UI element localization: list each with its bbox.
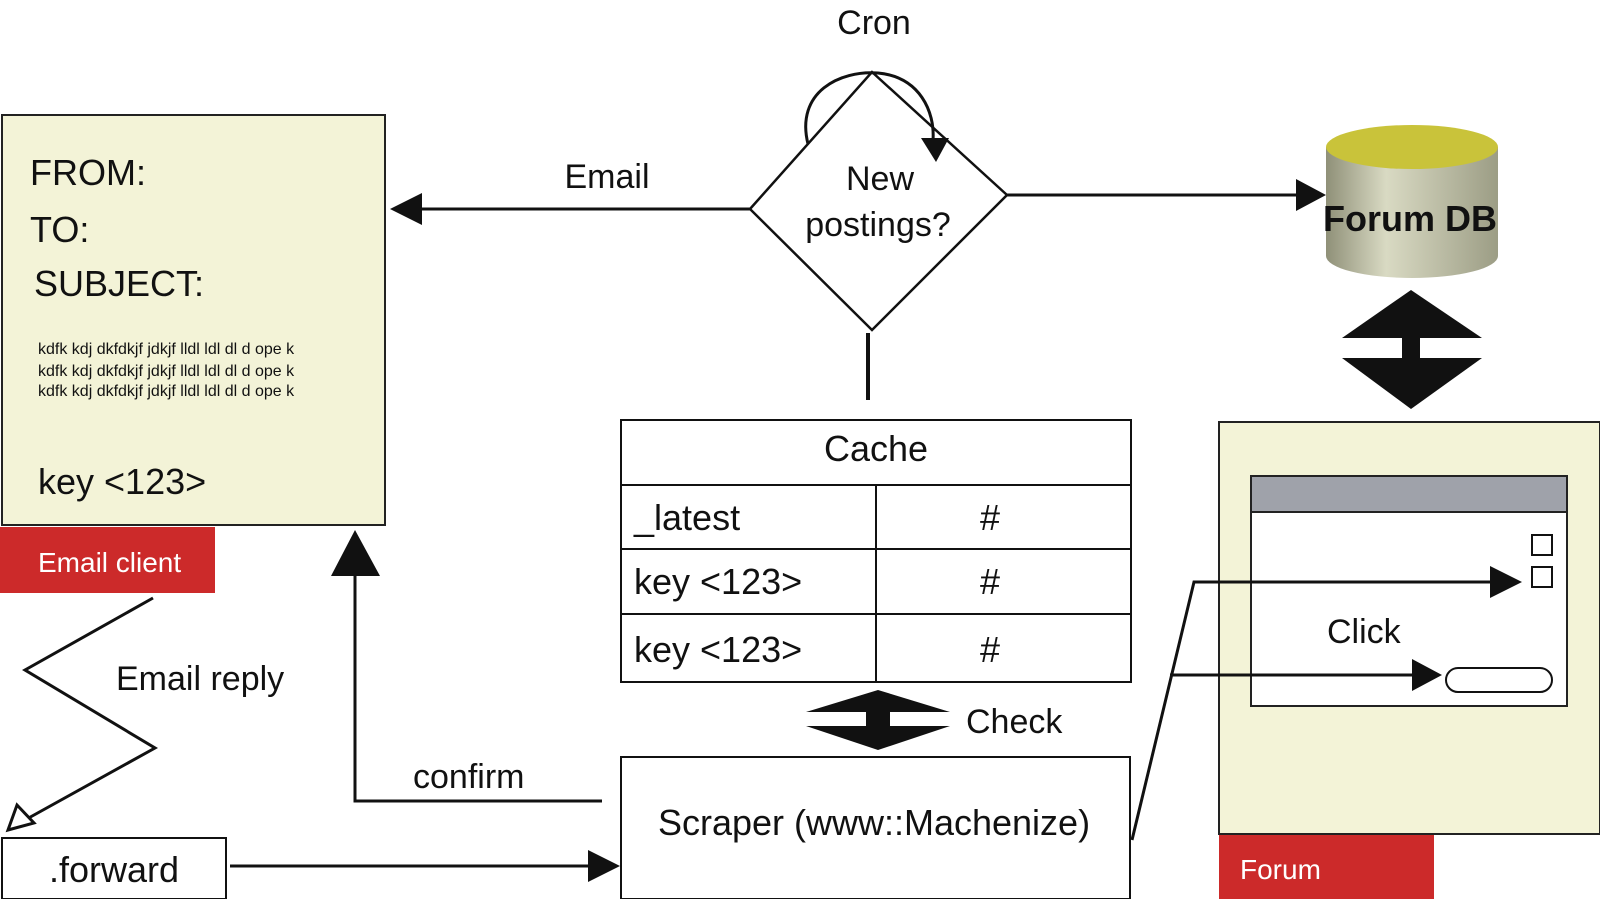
subject-label: SUBJECT: bbox=[34, 263, 204, 304]
email-client-panel bbox=[1, 114, 386, 526]
cache-title: Cache bbox=[824, 428, 928, 469]
email-reply-arrowhead bbox=[5, 802, 37, 833]
email-edge-label: Email bbox=[564, 158, 649, 196]
scraper-frame bbox=[620, 756, 1131, 899]
scraper-label: Scraper (www::Machenize) bbox=[658, 802, 1090, 843]
confirm-arrowhead bbox=[331, 530, 380, 576]
decision-diamond bbox=[748, 70, 1009, 332]
click-edge-label: Click bbox=[1327, 613, 1402, 651]
checkbox-arrowhead bbox=[1490, 566, 1522, 598]
confirm-edge-label: confirm bbox=[413, 758, 524, 796]
check-double-arrow bbox=[806, 690, 950, 750]
email-body-line: kdfk kdj dkfdkjf jdkjf lldl ldl dl d ope… bbox=[38, 341, 295, 358]
email-client-window: FROM: TO: SUBJECT: kdfk kdj dkfdkjf jdkj… bbox=[0, 114, 386, 593]
cron-label: Cron bbox=[837, 4, 911, 42]
email-reply-edge-label: Email reply bbox=[116, 660, 284, 698]
double-arrow-down-head bbox=[1342, 358, 1482, 409]
forward-arrowhead bbox=[588, 850, 620, 882]
db-cylinder-body bbox=[1326, 147, 1498, 278]
decision-text-line1: New bbox=[846, 160, 914, 198]
email-client-tab bbox=[0, 527, 215, 593]
email-arrowhead bbox=[390, 193, 422, 225]
db-arrowhead bbox=[1296, 179, 1326, 211]
double-arrow-up-head bbox=[1342, 290, 1482, 338]
decision-node: New postings? Cron bbox=[748, 4, 1009, 332]
cron-arrowhead bbox=[921, 138, 949, 162]
db-cylinder-top bbox=[1326, 125, 1498, 169]
forum-submit-button[interactable] bbox=[1445, 667, 1553, 693]
forum-tab-label: Forum bbox=[1240, 854, 1321, 885]
forum-browser-titlebar bbox=[1250, 475, 1568, 513]
cache-row-key: key <123> bbox=[634, 561, 802, 602]
cache-row-value: # bbox=[980, 561, 1000, 602]
forum-checkbox[interactable] bbox=[1531, 534, 1553, 556]
cache-table: Cache _latest # key <123> # key <123> # bbox=[620, 419, 1132, 683]
from-label: FROM: bbox=[30, 152, 146, 193]
scraper-box: Scraper (www::Machenize) bbox=[620, 756, 1131, 899]
button-arrowhead bbox=[1412, 659, 1442, 691]
email-client-tab-label: Email client bbox=[38, 547, 181, 578]
confirm-arrow-line bbox=[353, 570, 602, 803]
cache-row-value: # bbox=[980, 497, 1000, 538]
check-arrow-down-head bbox=[806, 726, 950, 750]
cache-row-key: key <123> bbox=[634, 629, 802, 670]
cache-row-value: # bbox=[980, 629, 1000, 670]
email-body-line: kdfk kdj dkfdkjf jdkjf lldl ldl dl d ope… bbox=[38, 363, 295, 380]
check-arrow-up-head bbox=[806, 690, 950, 712]
db-forum-double-arrow bbox=[1342, 290, 1482, 409]
forum-db-label: Forum DB bbox=[1323, 198, 1497, 239]
forward-frame bbox=[1, 837, 227, 899]
cron-loop-arrow bbox=[804, 71, 935, 145]
double-arrow-shaft bbox=[1402, 337, 1420, 361]
decision-text-line2: postings? bbox=[805, 206, 951, 244]
forum-db-cylinder: Forum DB bbox=[1323, 125, 1498, 278]
forward-label: .forward bbox=[49, 849, 179, 890]
to-label: TO: bbox=[30, 209, 89, 250]
email-body-line: kdfk kdj dkfdkjf jdkjf lldl ldl dl d ope… bbox=[38, 383, 295, 400]
email-reply-zigzag bbox=[22, 596, 159, 822]
scraper-to-checkbox-line bbox=[1130, 580, 1492, 841]
email-key-text: key <123> bbox=[38, 461, 206, 502]
cache-row-key: _latest bbox=[633, 497, 740, 538]
check-edge-label: Check bbox=[966, 703, 1063, 741]
forward-box: .forward bbox=[1, 837, 227, 899]
forum-tab bbox=[1219, 835, 1434, 899]
forum-checkbox[interactable] bbox=[1531, 566, 1553, 588]
check-arrow-shaft bbox=[866, 711, 890, 727]
forum-window: Click Forum bbox=[1218, 421, 1600, 899]
